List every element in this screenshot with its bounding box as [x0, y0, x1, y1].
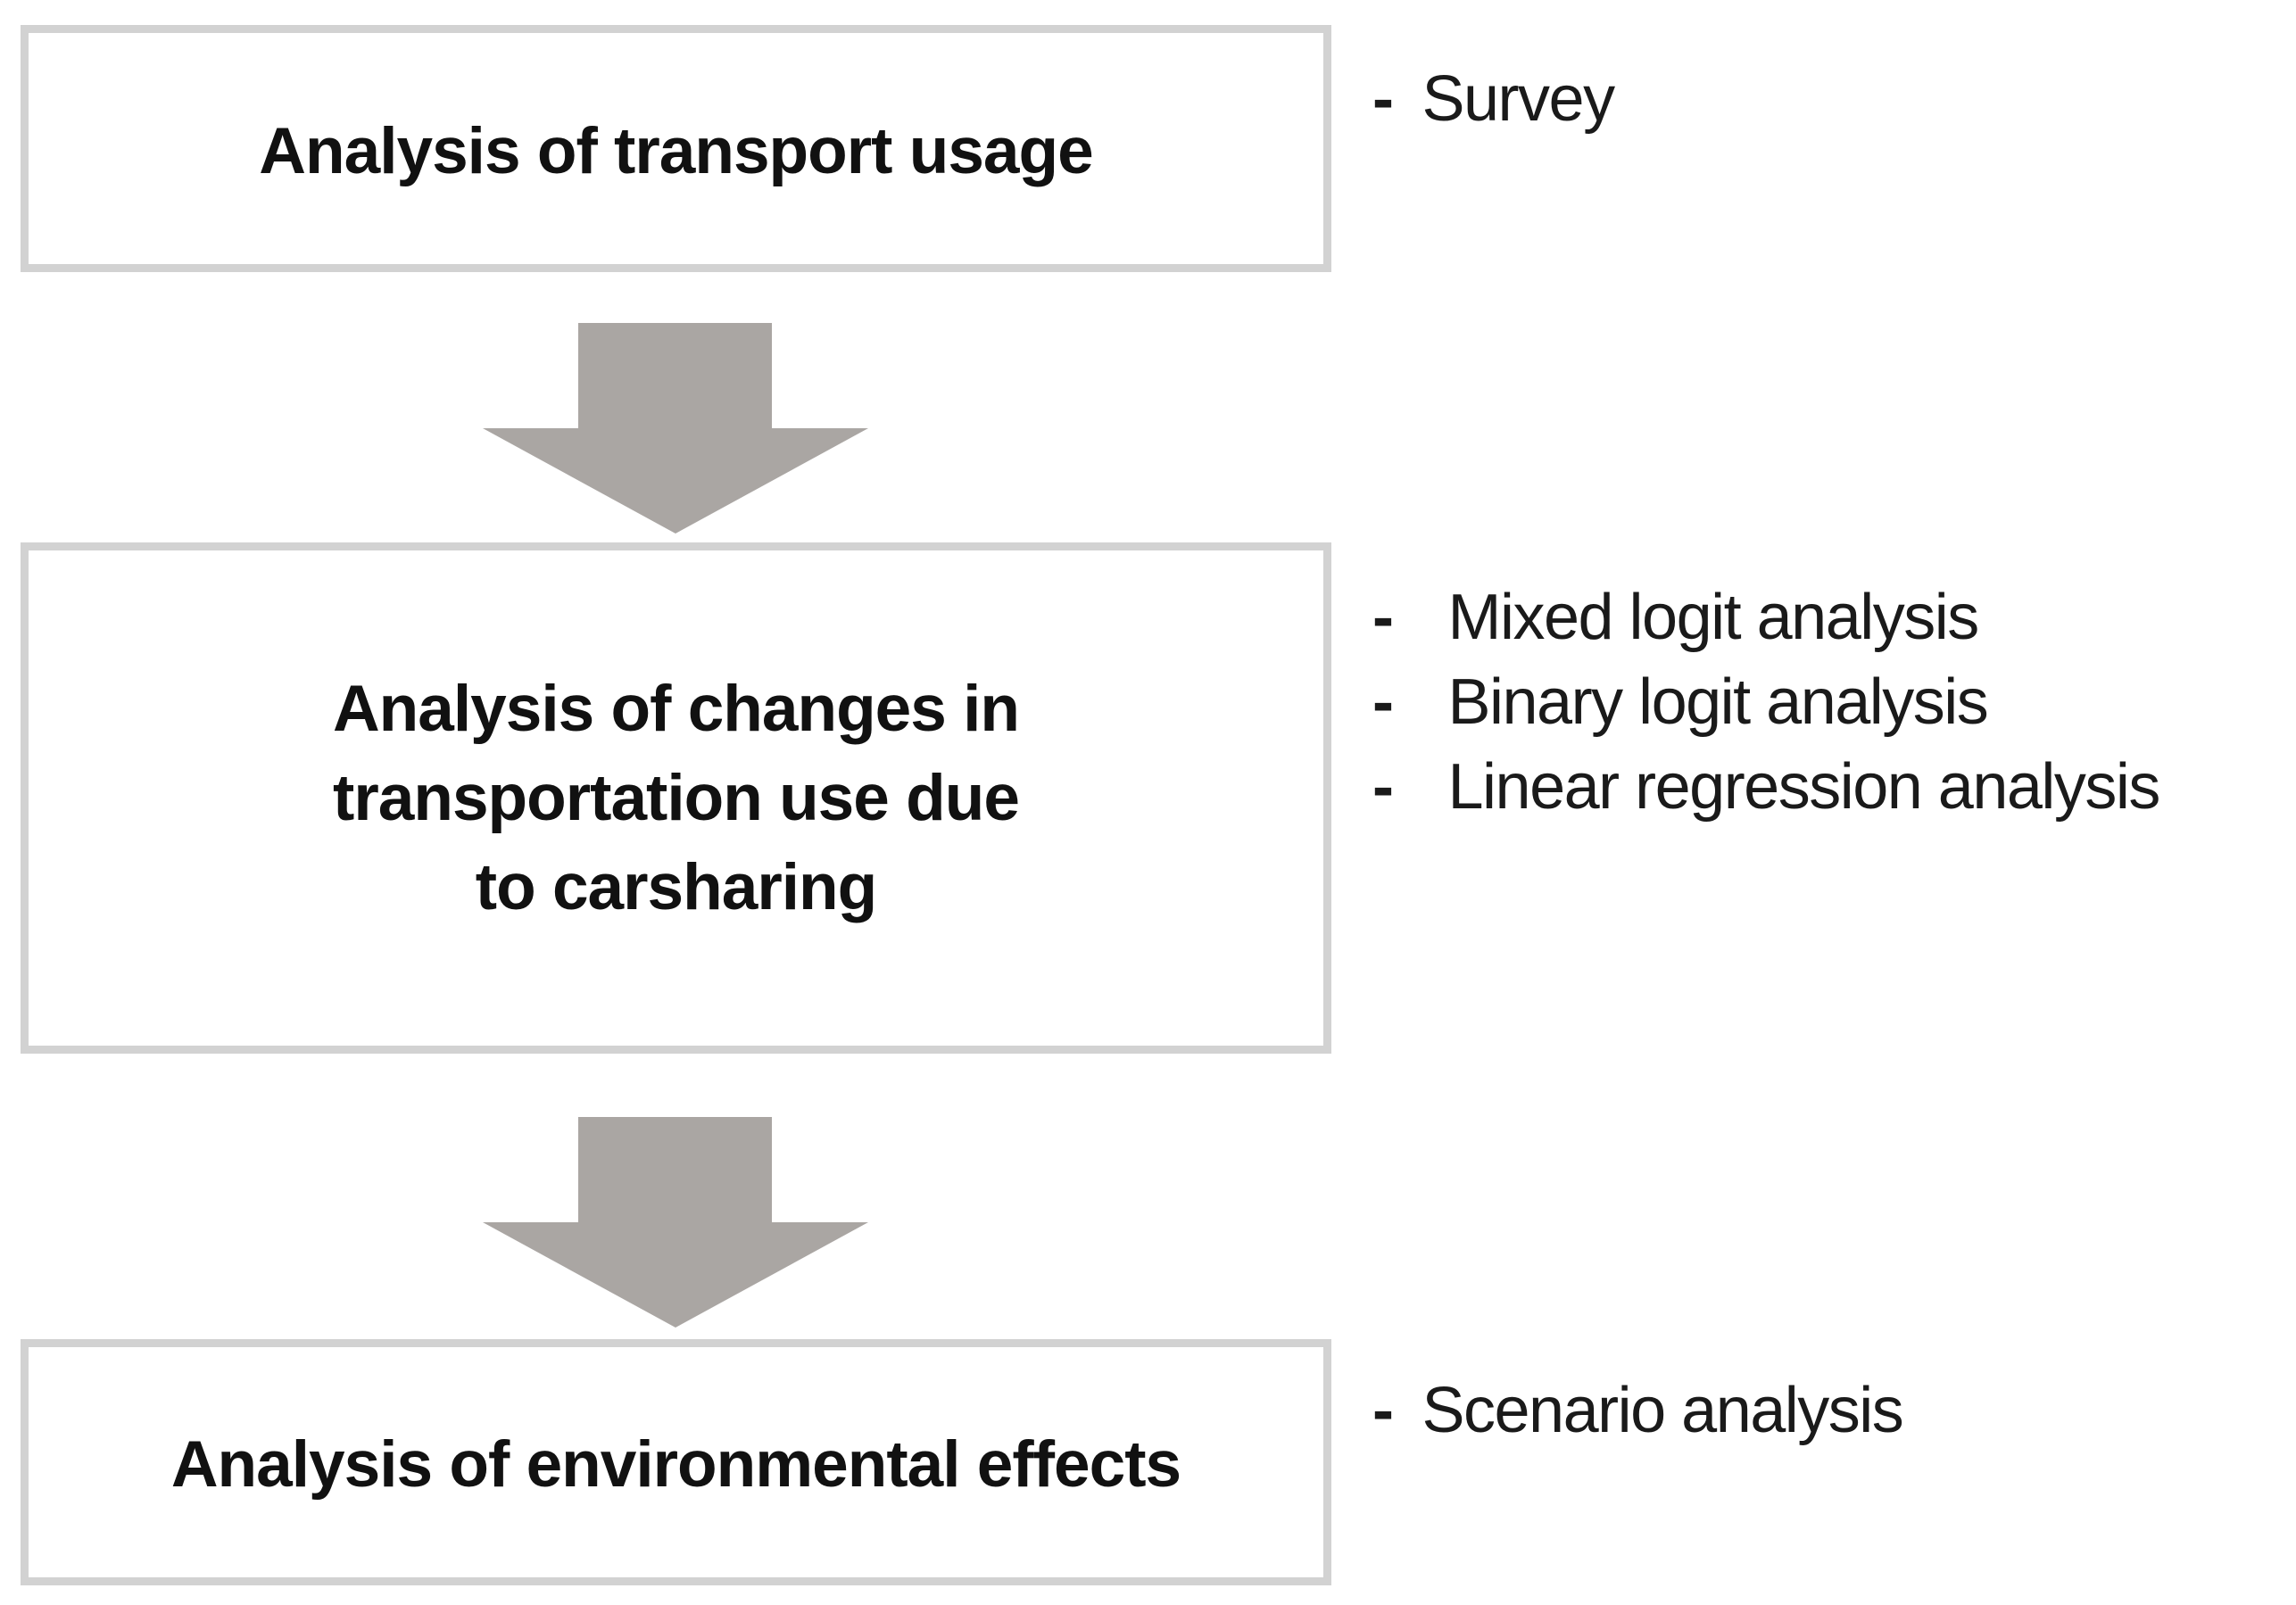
down-arrow-icon	[482, 1117, 868, 1328]
annotation-line: - Linear regression analysis	[1372, 745, 2160, 830]
bullet-dash: -	[1372, 666, 1394, 738]
step-box-transport-usage: Analysis of transport usage	[21, 25, 1331, 272]
down-arrow-head	[482, 1222, 868, 1328]
annotation-text: Survey	[1422, 63, 1615, 135]
step-box-environmental-effects: Analysis of environmental effects	[21, 1339, 1331, 1585]
annotation-line: - Survey	[1372, 57, 1615, 142]
step-label-transport-usage: Analysis of transport usage	[259, 114, 1093, 187]
step-label-transportation-changes: Analysis of changes in transportation us…	[332, 672, 1020, 923]
down-arrow-stem	[578, 323, 772, 428]
bullet-dash: -	[1372, 582, 1394, 653]
step-label-environmental-effects: Analysis of environmental effects	[170, 1428, 1181, 1501]
annotation-scenario: - Scenario analysis	[1372, 1369, 1904, 1453]
down-arrow-stem	[578, 1117, 772, 1222]
annotation-survey: - Survey	[1372, 57, 1615, 142]
annotation-text: Scenario analysis	[1422, 1375, 1903, 1446]
annotation-text: Binary logit analysis	[1447, 666, 1988, 738]
annotation-methods-list: - Mixed logit analysis - Binary logit an…	[1372, 575, 2160, 830]
bullet-dash: -	[1372, 1375, 1394, 1446]
annotation-text: Mixed logit analysis	[1447, 582, 1979, 653]
step-box-transportation-changes: Analysis of changes in transportation us…	[21, 542, 1331, 1054]
bullet-dash: -	[1372, 751, 1394, 823]
annotation-line: - Scenario analysis	[1372, 1369, 1904, 1453]
bullet-dash: -	[1372, 63, 1394, 135]
down-arrow-head	[482, 428, 868, 534]
annotation-line: - Mixed logit analysis	[1372, 575, 2159, 660]
annotation-text: Linear regression analysis	[1447, 751, 2160, 823]
down-arrow-icon	[482, 323, 868, 534]
annotation-line: - Binary logit analysis	[1372, 660, 2159, 745]
